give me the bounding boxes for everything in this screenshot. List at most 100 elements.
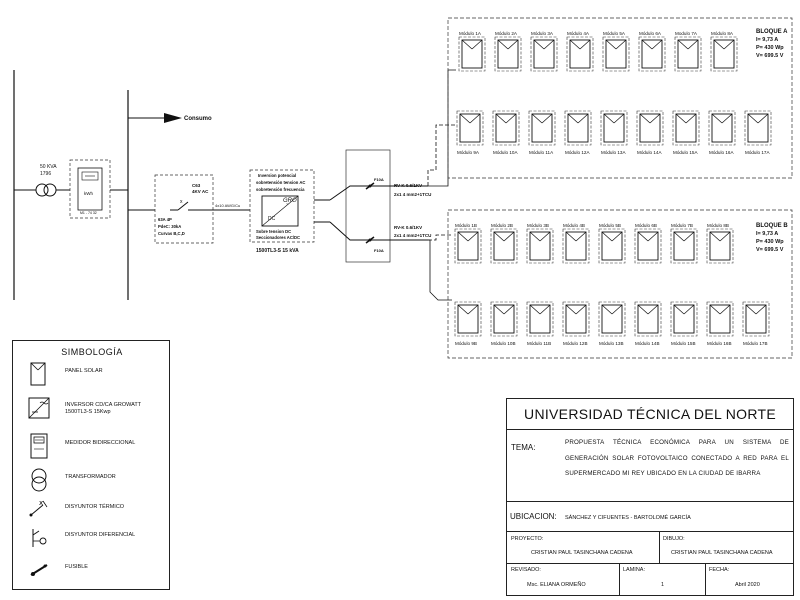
module-frame (602, 36, 630, 72)
solar-panel-icon (711, 113, 733, 143)
solar-module: Módulo 1B (454, 223, 482, 264)
solar-module: Módulo 6A (638, 31, 666, 72)
solar-module: Módulo 17B (742, 301, 770, 346)
solar-module: Módulo 3A (530, 31, 558, 72)
module-label: Módulo 3A (531, 31, 554, 36)
meter-enclosure (69, 159, 111, 219)
module-frame (494, 36, 522, 72)
fecha-label: FECHA: (709, 567, 730, 573)
solar-panel-icon (497, 39, 519, 69)
module-label: Módulo 13B (599, 341, 624, 346)
solar-panel-icon (565, 304, 587, 334)
solar-module: Módulo 1A (458, 31, 486, 72)
module-frame (564, 110, 592, 146)
module-label: Módulo 15B (671, 341, 696, 346)
svg-text:~: ~ (286, 202, 289, 208)
lamina-value: 1 (661, 582, 665, 588)
solar-module: Módulo 8A (710, 31, 738, 72)
solar-panel-icon (567, 113, 589, 143)
proyecto-label: PROYECTO: (511, 536, 544, 542)
svg-text:DC: DC (268, 216, 276, 222)
solar-module: Módulo 10B (490, 301, 518, 346)
inverter-dc-line1: Sobre tension DC (256, 229, 291, 234)
solar-module: Módulo 9B (454, 301, 482, 346)
breaker-voltage: 4KV AC (192, 189, 209, 194)
bidirectional-meter-icon (77, 167, 103, 211)
dibujo-label: DIBUJO: (663, 536, 685, 542)
block-b-title: BLOQUE B (756, 223, 788, 229)
module-label: Módulo 12A (565, 150, 590, 155)
module-label: Módulo 1A (459, 31, 482, 36)
module-frame (490, 228, 518, 264)
legend-title: SIMBOLOGÍA (61, 347, 123, 357)
ubicacion-label: UBICACION: (510, 512, 557, 521)
legend-label: PANEL SOLAR (65, 368, 103, 374)
module-label: Módulo 3B (527, 223, 549, 228)
svg-text:x: x (39, 499, 43, 507)
solar-panel-icon (605, 39, 627, 69)
revisado-value: Msc. ELIANA ORMEÑO (527, 582, 586, 588)
module-label: Módulo 15A (673, 150, 698, 155)
legend-box: SIMBOLOGÍA PANEL SOLAR INVERSOR CD/CA GR… (12, 340, 170, 590)
solar-module: Módulo 7B (670, 223, 698, 264)
module-frame (598, 301, 626, 337)
solar-panel-icon (713, 39, 735, 69)
solar-module: Módulo 5B (598, 223, 626, 264)
inverter-line2: sobretensión tension AC (256, 180, 305, 185)
module-label: Módulo 14B (635, 341, 660, 346)
university-title: UNIVERSIDAD TÉCNICA DEL NORTE (507, 399, 793, 430)
block-a-enclosure (447, 17, 793, 179)
solar-panel-icon (641, 39, 663, 69)
solar-module: Módulo 8B (706, 223, 734, 264)
transformer-icon (31, 468, 47, 492)
inverter-line3: sobretensión frecuencia (256, 187, 305, 192)
module-frame (530, 36, 558, 72)
module-label: Módulo 2A (495, 31, 518, 36)
breaker-id: C63 (192, 183, 201, 188)
module-frame (670, 301, 698, 337)
module-label: Módulo 5B (599, 223, 621, 228)
module-label: Módulo 11B (527, 341, 551, 346)
module-frame (634, 301, 662, 337)
solar-module: Módulo 16B (706, 301, 734, 346)
solar-module: Módulo 13A (600, 110, 628, 155)
module-label: Módulo 10B (491, 341, 516, 346)
module-label: Módulo 8B (707, 223, 729, 228)
solar-panel-icon (565, 231, 587, 261)
module-frame (710, 36, 738, 72)
module-label: Módulo 2B (491, 223, 513, 228)
solar-module: Módulo 3B (526, 223, 554, 264)
module-frame (636, 110, 664, 146)
solar-panel-icon (457, 231, 479, 261)
block-a-title: BLOQUE A (756, 29, 788, 35)
solar-panel-icon (30, 362, 46, 386)
legend-label: DISYUNTOR TÉRMICO (65, 504, 125, 510)
inverter-model: 1500TL3-S 15 kVA (256, 248, 299, 254)
module-frame (706, 301, 734, 337)
module-label: Módulo 7B (671, 223, 693, 228)
legend-label: FUSIBLE (65, 564, 88, 570)
dc-combiner-box (345, 149, 391, 263)
consumption-label: Consumo (184, 116, 212, 122)
revisado-label: REVISADO: (511, 567, 541, 573)
solar-panel-icon (495, 113, 517, 143)
dc-cable-top-line2: 2x1 4 mm2+1TCU (394, 192, 431, 197)
module-frame (672, 110, 700, 146)
solar-panel-icon (533, 39, 555, 69)
solar-panel-icon (745, 304, 767, 334)
solar-panel-icon (637, 304, 659, 334)
solar-module: Módulo 16A (708, 110, 736, 155)
inverter-logo: GRO (283, 198, 297, 204)
svg-text:x: x (180, 199, 183, 205)
legend-label: TRANSFORMADOR (65, 474, 116, 480)
module-frame (528, 110, 556, 146)
solar-panel-icon (677, 39, 699, 69)
legend-item-solar-panel: PANEL SOLAR (17, 361, 167, 387)
solar-panel-icon (457, 304, 479, 334)
fuse-top-label: F10A (374, 177, 384, 182)
module-label: Módulo 4B (563, 223, 585, 228)
solar-panel-icon (675, 113, 697, 143)
